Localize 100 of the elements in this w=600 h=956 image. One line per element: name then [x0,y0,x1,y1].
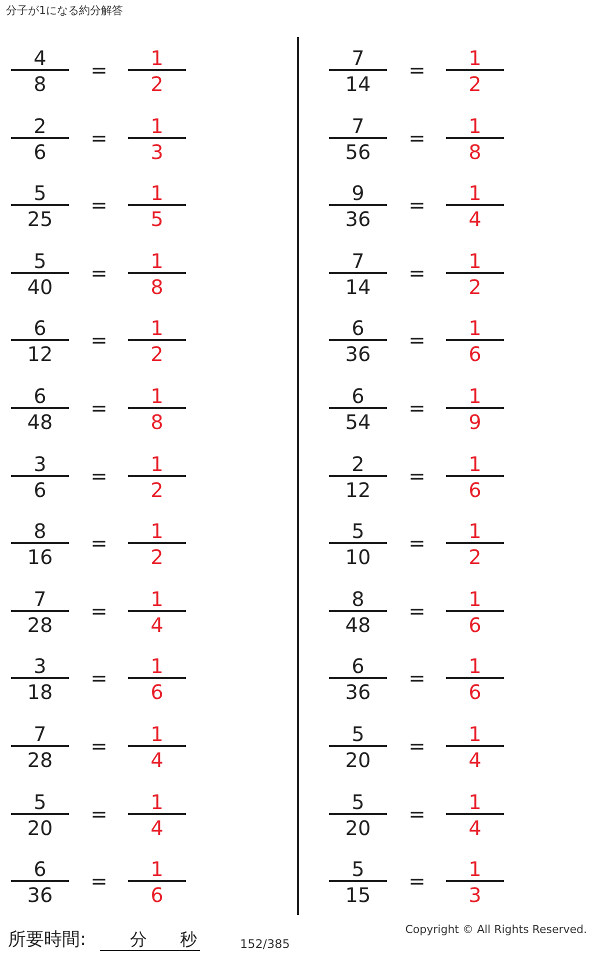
answer-numerator: 1 [150,521,164,542]
denominator: 48 [26,412,54,432]
equals-sign: = [408,736,426,756]
answer-denominator: 5 [150,209,164,230]
numerator: 7 [350,116,366,136]
numerator: 6 [350,318,366,338]
seconds-unit: 秒 [180,932,197,949]
denominator: 12 [26,344,54,364]
answer-denominator: 3 [150,142,164,162]
numerator: 2 [32,116,48,136]
denominator: 36 [344,682,372,702]
denominator: 15 [344,885,372,906]
denominator: 8 [32,74,48,94]
numerator: 4 [32,48,48,68]
answer-numerator: 1 [150,454,164,474]
answer-numerator: 1 [150,792,164,812]
numerator: 5 [350,859,366,880]
answer-numerator: 1 [468,588,482,609]
equals-sign: = [408,330,426,350]
answer-denominator: 2 [468,74,482,94]
answer-numerator: 1 [150,724,164,744]
equals-sign: = [408,804,426,824]
answer-numerator: 1 [150,656,164,676]
numerator: 5 [32,183,48,204]
answer-denominator: 8 [468,142,482,162]
answer-denominator: 2 [150,344,164,364]
numerator: 6 [350,656,366,676]
equals-sign: = [408,533,426,554]
equals-sign: = [408,262,426,283]
denominator: 36 [344,209,372,230]
numerator: 8 [32,521,48,542]
answer-denominator: 4 [150,614,164,635]
equals-sign: = [90,736,108,756]
minutes-unit: 分 [130,932,147,949]
time-label: 所要時間: [8,931,86,949]
answer-numerator: 1 [468,183,482,204]
numerator: 5 [350,521,366,542]
denominator: 20 [344,818,372,838]
answer-numerator: 1 [150,386,164,406]
numerator: 5 [350,724,366,744]
answer-denominator: 6 [468,614,482,635]
answer-numerator: 1 [150,116,164,136]
denominator: 28 [26,750,54,770]
answer-numerator: 1 [150,318,164,338]
answer-denominator: 2 [468,276,482,297]
denominator: 14 [344,74,372,94]
answer-denominator: 9 [468,412,482,432]
answer-numerator: 1 [468,792,482,812]
worksheet-title: 分子が1になる約分解答 [6,5,123,16]
numerator: 9 [350,183,366,204]
numerator: 3 [32,454,48,474]
denominator: 6 [32,142,48,162]
equals-sign: = [408,60,426,80]
numerator: 8 [350,588,366,609]
denominator: 36 [26,885,54,906]
answer-denominator: 6 [468,344,482,364]
answer-numerator: 1 [468,656,482,676]
answer-numerator: 1 [468,318,482,338]
numerator: 7 [32,588,48,609]
equals-sign: = [408,398,426,418]
answer-numerator: 1 [150,859,164,880]
answer-denominator: 3 [468,885,482,906]
answer-numerator: 1 [150,588,164,609]
answer-denominator: 4 [468,818,482,838]
answer-numerator: 1 [468,116,482,136]
answer-numerator: 1 [150,48,164,68]
answer-denominator: 6 [468,682,482,702]
denominator: 10 [344,547,372,568]
denominator: 54 [344,412,372,432]
answer-numerator: 1 [150,183,164,204]
denominator: 6 [32,480,48,500]
answer-numerator: 1 [468,386,482,406]
equals-sign: = [90,262,108,283]
numerator: 7 [32,724,48,744]
denominator: 16 [26,547,54,568]
answer-denominator: 4 [150,750,164,770]
answer-numerator: 1 [468,250,482,271]
numerator: 5 [32,792,48,812]
equals-sign: = [408,466,426,486]
denominator: 18 [26,682,54,702]
numerator: 6 [32,386,48,406]
equals-sign: = [90,804,108,824]
equals-sign: = [90,668,108,688]
denominator: 20 [26,818,54,838]
equals-sign: = [408,128,426,148]
equals-sign: = [90,195,108,216]
equals-sign: = [408,600,426,621]
equals-sign: = [90,398,108,418]
answer-numerator: 1 [468,724,482,744]
numerator: 3 [32,656,48,676]
denominator: 40 [26,276,54,297]
numerator: 7 [350,250,366,271]
answer-numerator: 1 [468,859,482,880]
page-number: 152/385 [240,938,290,950]
denominator: 36 [344,344,372,364]
answer-denominator: 4 [468,750,482,770]
answer-denominator: 2 [468,547,482,568]
equals-sign: = [90,600,108,621]
answer-denominator: 8 [150,276,164,297]
equals-sign: = [90,533,108,554]
